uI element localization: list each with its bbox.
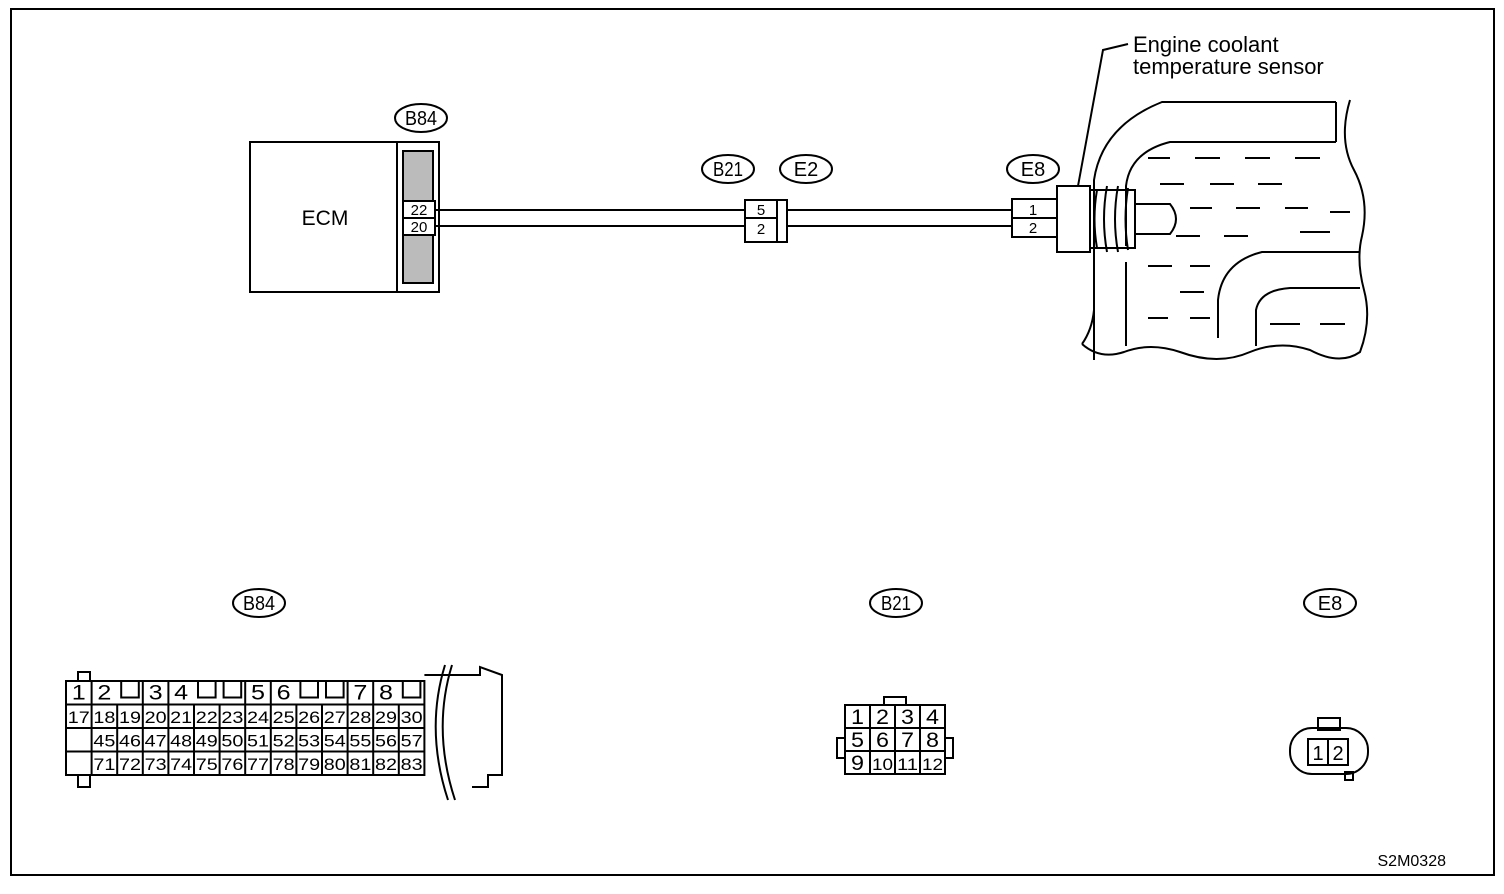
b84-pin-50: 50 xyxy=(221,732,243,751)
b84-face-tag: B84 xyxy=(243,593,275,615)
b21-pin-top: 5 xyxy=(757,202,765,219)
e8-tag: E8 xyxy=(1021,159,1045,181)
b84-pin-48: 48 xyxy=(170,732,192,751)
ecm-connector xyxy=(396,141,440,293)
b84-pin-17: 17 xyxy=(68,708,90,727)
b21-pin-2: 2 xyxy=(876,706,889,729)
b84-pin-2: 2 xyxy=(97,682,111,705)
b84-pin-18: 18 xyxy=(93,708,115,727)
b84-pin-51: 51 xyxy=(247,732,269,751)
b84-connector-face xyxy=(65,664,503,801)
sensor-body xyxy=(1056,185,1091,253)
diagram-frame xyxy=(10,8,1495,876)
e8-face-tag: E8 xyxy=(1318,593,1342,615)
b84-pin-83: 83 xyxy=(401,755,423,774)
b84-pin-46: 46 xyxy=(119,732,141,751)
b84-pin-73: 73 xyxy=(145,755,167,774)
b84-tag: B84 xyxy=(405,108,437,130)
b84-pin-5: 5 xyxy=(251,682,265,705)
b84-pin-52: 52 xyxy=(273,732,295,751)
b84-pin-24: 24 xyxy=(247,708,269,727)
b21-e2-connector xyxy=(744,199,788,243)
b84-pin-57: 57 xyxy=(401,732,423,751)
b84-pin-26: 26 xyxy=(298,708,320,727)
b21-connector-face xyxy=(836,696,954,775)
b84-pin-27: 27 xyxy=(324,708,346,727)
b21-face-tag: B21 xyxy=(881,593,911,615)
e8-pin-top: 1 xyxy=(1029,202,1037,219)
b84-pin-19: 19 xyxy=(119,708,141,727)
b84-pin-82: 82 xyxy=(375,755,397,774)
e8-connector-face xyxy=(1289,717,1369,781)
b21-pin-11: 11 xyxy=(897,755,918,774)
b21-pin-10: 10 xyxy=(872,755,893,774)
b21-pin-5: 5 xyxy=(851,729,864,752)
b84-pin-1: 1 xyxy=(72,682,86,705)
b21-pin-9: 9 xyxy=(851,752,864,775)
sensor-label-line2: temperature sensor xyxy=(1133,54,1324,79)
b84-pin-30: 30 xyxy=(401,708,423,727)
b21-pin-1: 1 xyxy=(851,706,864,729)
b84-pin-49: 49 xyxy=(196,732,218,751)
b84-pin-80: 80 xyxy=(324,755,346,774)
b84-pin-6: 6 xyxy=(277,682,291,705)
b84-pin-54: 54 xyxy=(324,732,346,751)
b84-pin-78: 78 xyxy=(273,755,295,774)
ecm-pin-top: 22 xyxy=(411,202,428,219)
ecm-label: ECM xyxy=(302,207,349,230)
b84-pin-75: 75 xyxy=(196,755,218,774)
b21-pin-7: 7 xyxy=(901,729,914,752)
b21-pin-bottom: 2 xyxy=(757,221,765,238)
e8-face-pin-1: 1 xyxy=(1312,743,1323,765)
b84-pin-23: 23 xyxy=(221,708,243,727)
b84-pin-25: 25 xyxy=(273,708,295,727)
b84-pin-4: 4 xyxy=(174,682,188,705)
b84-pin-76: 76 xyxy=(221,755,243,774)
b21-pin-8: 8 xyxy=(926,729,939,752)
b84-pin-22: 22 xyxy=(196,708,218,727)
b84-pin-74: 74 xyxy=(170,755,192,774)
b21-pin-6: 6 xyxy=(876,729,889,752)
b84-pin-77: 77 xyxy=(247,755,269,774)
b21-pin-4: 4 xyxy=(926,706,939,729)
b84-pin-47: 47 xyxy=(145,732,167,751)
b84-pin-55: 55 xyxy=(349,732,371,751)
sensor-label-line1: Engine coolant xyxy=(1133,32,1279,57)
b84-pin-72: 72 xyxy=(119,755,141,774)
b84-pin-56: 56 xyxy=(375,732,397,751)
b84-pin-28: 28 xyxy=(349,708,371,727)
b21-tag: B21 xyxy=(713,159,743,181)
b84-pin-53: 53 xyxy=(298,732,320,751)
e8-pin-bottom: 2 xyxy=(1029,220,1037,237)
b84-pin-81: 81 xyxy=(349,755,371,774)
figure-id: S2M0328 xyxy=(1378,853,1447,870)
b84-pin-71: 71 xyxy=(93,755,115,774)
b21-pin-12: 12 xyxy=(922,755,943,774)
ecm-pin-bottom: 20 xyxy=(411,219,428,236)
b21-pin-3: 3 xyxy=(901,706,914,729)
b84-pin-20: 20 xyxy=(145,708,167,727)
e2-tag: E2 xyxy=(794,159,818,181)
b84-pin-8: 8 xyxy=(379,682,393,705)
b84-pin-3: 3 xyxy=(149,682,163,705)
b84-pin-79: 79 xyxy=(298,755,320,774)
b84-pin-21: 21 xyxy=(170,708,192,727)
b84-pin-29: 29 xyxy=(375,708,397,727)
b84-pin-7: 7 xyxy=(353,682,367,705)
e8-face-pin-2: 2 xyxy=(1332,743,1343,765)
b84-pin-45: 45 xyxy=(93,732,115,751)
